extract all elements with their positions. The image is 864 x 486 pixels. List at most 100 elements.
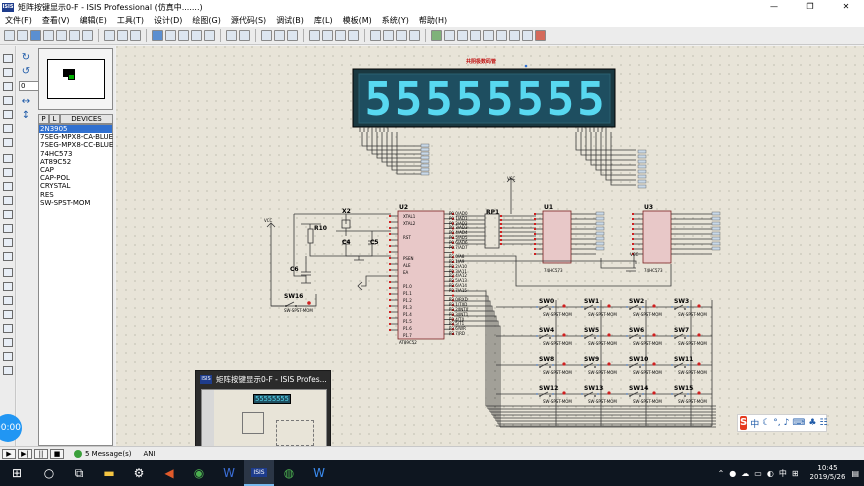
wire-label-icon[interactable] — [3, 96, 13, 105]
clock[interactable]: 10:45 2019/5/26 — [810, 464, 846, 482]
tray-network-icon[interactable]: ▭ — [754, 468, 762, 478]
current-probe-icon[interactable] — [3, 238, 13, 247]
undo-icon[interactable] — [226, 30, 237, 41]
device-item[interactable]: AT89C52 — [40, 157, 72, 166]
property-tool-icon[interactable] — [457, 30, 468, 41]
symbol-icon[interactable] — [3, 352, 13, 361]
zoom-out-icon[interactable] — [178, 30, 189, 41]
refresh-icon[interactable] — [104, 30, 115, 41]
tape-recorder-icon[interactable] — [3, 196, 13, 205]
menu-library[interactable]: 库(L) — [313, 16, 333, 25]
voltage-probe-icon[interactable] — [3, 224, 13, 233]
browser-icon[interactable]: ◉ — [193, 466, 205, 480]
mirror-horizontal-icon[interactable]: ↔ — [21, 96, 31, 107]
component-mode-icon[interactable] — [3, 68, 13, 77]
path-icon[interactable] — [3, 324, 13, 333]
word-icon[interactable]: W — [313, 466, 325, 480]
block-copy-icon[interactable] — [309, 30, 320, 41]
save-icon[interactable] — [30, 30, 41, 41]
search-icon[interactable]: ○ — [43, 466, 55, 480]
new-file-icon[interactable] — [4, 30, 15, 41]
open-file-icon[interactable] — [17, 30, 28, 41]
erc-icon[interactable] — [522, 30, 533, 41]
tab-library[interactable]: L — [49, 114, 60, 124]
make-device-icon[interactable] — [383, 30, 394, 41]
decompose-icon[interactable] — [409, 30, 420, 41]
file-explorer-icon[interactable]: ▬ — [103, 466, 115, 480]
recording-timer[interactable]: 00:00 — [0, 414, 22, 442]
pick-device-icon[interactable] — [370, 30, 381, 41]
rotate-cw-icon[interactable]: ↻ — [21, 52, 31, 63]
menu-graph[interactable]: 绘图(G) — [192, 16, 221, 25]
origin-icon[interactable] — [130, 30, 141, 41]
isis-taskbar-icon[interactable]: ISIS — [244, 460, 274, 486]
mirror-vertical-icon[interactable]: ↕ — [21, 110, 31, 121]
skin-icon[interactable]: ♣ — [808, 418, 817, 428]
task-view-icon[interactable]: ⧉ — [74, 465, 84, 480]
arc-icon[interactable] — [3, 310, 13, 319]
paste-icon[interactable] — [287, 30, 298, 41]
block-rotate-icon[interactable] — [335, 30, 346, 41]
tray-language[interactable]: 中 — [778, 468, 787, 478]
menu-source[interactable]: 源代码(S) — [230, 16, 267, 25]
device-item[interactable]: CAP-POL — [40, 174, 70, 183]
device-list[interactable]: 2N3905 7SEG-MPX8-CA-BLUE 7SEG-MPX8-CC-BL… — [38, 124, 113, 446]
overview-window[interactable] — [38, 48, 113, 110]
taskbar-thumbnail[interactable]: ISIS 矩阵按键显示0-F - ISIS Profes... 55555555 — [195, 370, 331, 460]
cut-icon[interactable] — [261, 30, 272, 41]
text-script-icon[interactable] — [3, 110, 13, 119]
maximize-button[interactable]: ❐ — [806, 2, 814, 11]
step-button[interactable]: ▶| — [18, 448, 32, 459]
search-icon[interactable] — [444, 30, 455, 41]
subcircuit-icon[interactable] — [3, 138, 13, 147]
rotation-input[interactable]: 0 — [19, 81, 39, 91]
device-item[interactable]: 7SEG-MPX8-CC-BLUE — [40, 141, 114, 150]
bom-icon[interactable] — [509, 30, 520, 41]
punctuation-icon[interactable]: °, — [773, 418, 781, 428]
ime-toolbar[interactable]: S 中 ☾ °, ♪ ⌨ ♣ ☷ — [737, 414, 828, 432]
ime-menu-icon[interactable]: ☷ — [819, 418, 828, 428]
zoom-all-icon[interactable] — [191, 30, 202, 41]
new-sheet-icon[interactable] — [470, 30, 481, 41]
select-mode-icon[interactable] — [3, 54, 13, 63]
tray-wechat-icon[interactable]: ● — [729, 468, 737, 478]
tray-cloud-icon[interactable]: ☁ — [741, 468, 750, 478]
menu-tools[interactable]: 工具(T) — [116, 16, 144, 25]
device-item[interactable]: SW-SPST-MOM — [40, 198, 91, 207]
remove-sheet-icon[interactable] — [483, 30, 494, 41]
play-button[interactable]: ▶ — [2, 448, 16, 459]
copy-icon[interactable] — [274, 30, 285, 41]
export-icon[interactable] — [56, 30, 67, 41]
menu-template[interactable]: 模板(M) — [342, 16, 372, 25]
tray-volume-icon[interactable]: ◐ — [766, 468, 774, 478]
line-icon[interactable] — [3, 268, 13, 277]
settings-icon[interactable]: ⚙ — [133, 466, 145, 480]
windows-start-icon[interactable]: ⊞ — [11, 466, 23, 480]
zoom-area-icon[interactable] — [204, 30, 215, 41]
microphone-icon[interactable]: ♪ — [783, 418, 790, 428]
device-item[interactable]: CAP — [40, 166, 54, 175]
menu-edit[interactable]: 编辑(E) — [79, 16, 107, 25]
wire-autorouter-icon[interactable] — [431, 30, 442, 41]
device-item[interactable]: RES — [40, 190, 54, 199]
zoom-in-icon[interactable] — [165, 30, 176, 41]
stop-button[interactable]: ■ — [50, 448, 64, 459]
virtual-instrument-icon[interactable] — [3, 252, 13, 261]
box-icon[interactable] — [3, 282, 13, 291]
print-icon[interactable] — [69, 30, 80, 41]
junction-icon[interactable] — [3, 82, 13, 91]
menu-design[interactable]: 设计(D) — [154, 16, 183, 25]
tray-chevron-icon[interactable]: ⌃ — [717, 468, 725, 478]
device-item[interactable]: 74HC573 — [40, 149, 73, 158]
pause-button[interactable]: || — [34, 448, 48, 459]
menu-file[interactable]: 文件(F) — [5, 16, 32, 25]
rotate-ccw-icon[interactable]: ↺ — [21, 66, 31, 77]
marker-icon[interactable] — [3, 366, 13, 375]
packaging-icon[interactable] — [396, 30, 407, 41]
grid-icon[interactable] — [117, 30, 128, 41]
minimize-button[interactable]: — — [770, 2, 778, 11]
bus-icon[interactable] — [3, 124, 13, 133]
graph-icon[interactable] — [3, 182, 13, 191]
media-player-icon[interactable]: ◀ — [164, 466, 174, 480]
generator-icon[interactable] — [3, 210, 13, 219]
